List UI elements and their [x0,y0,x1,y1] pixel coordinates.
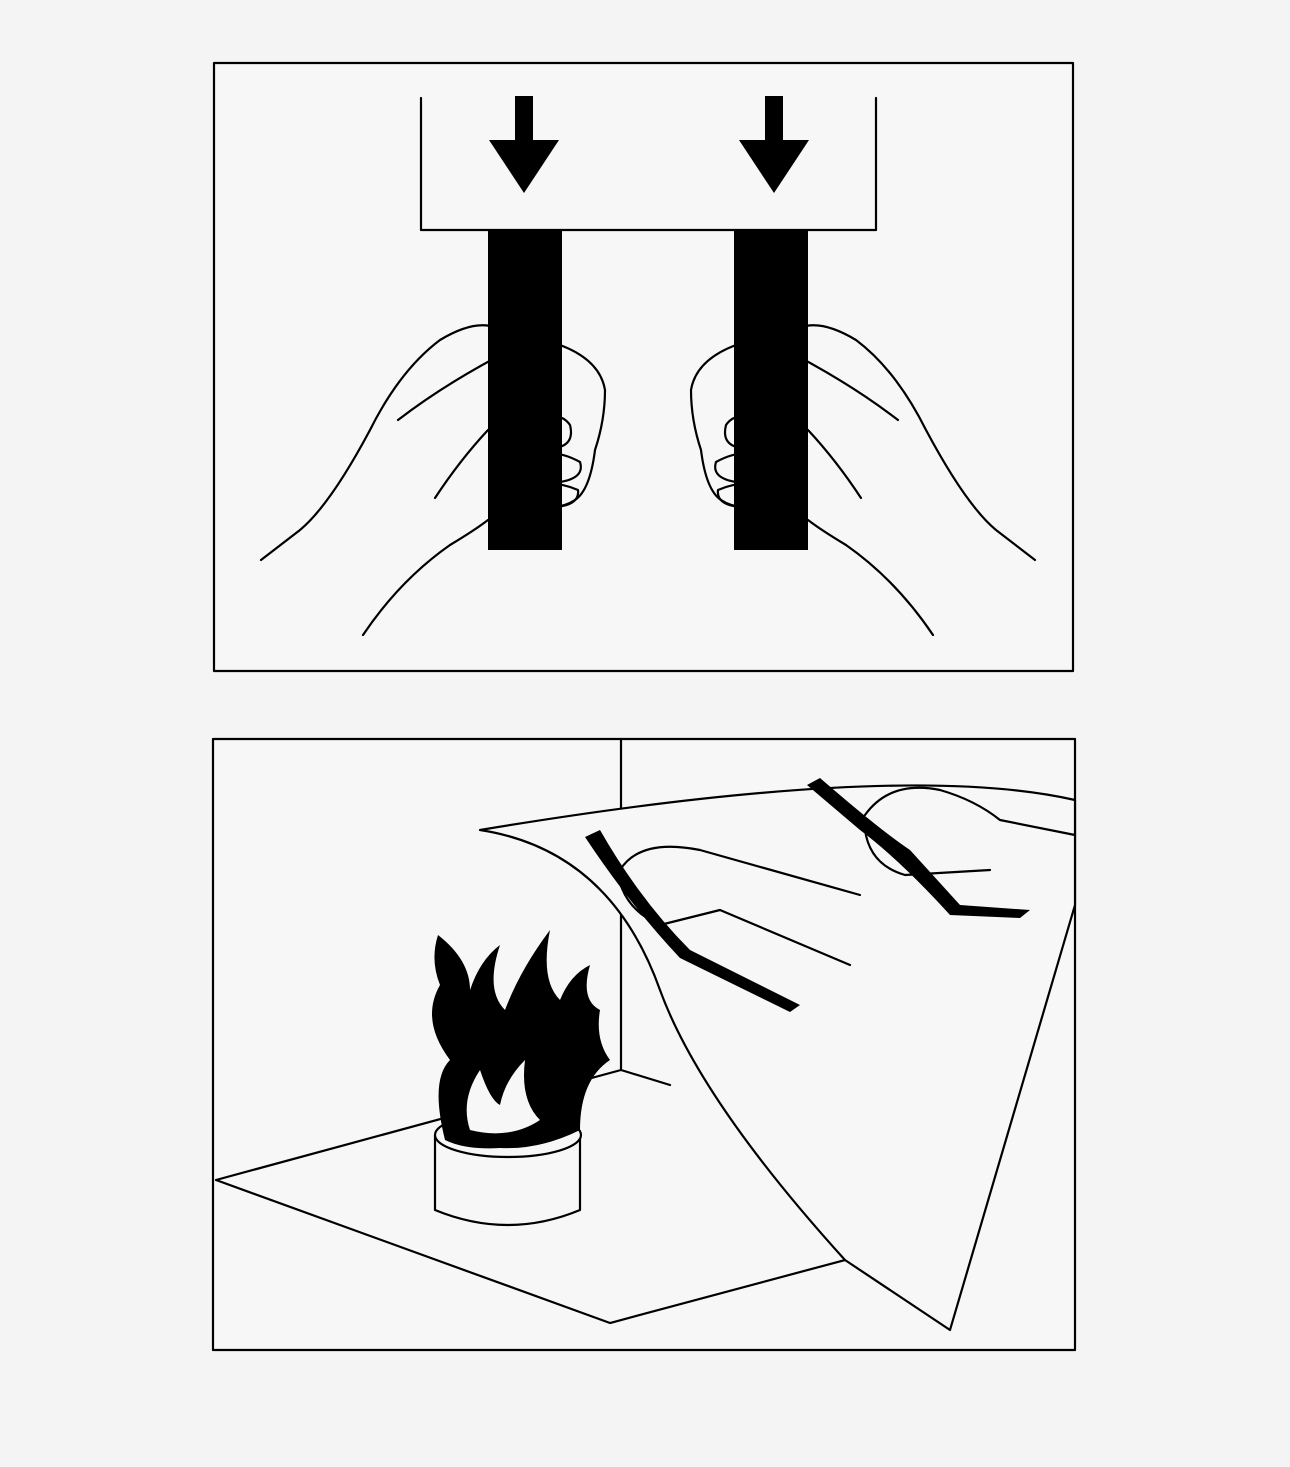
left-hand-icon [616,845,862,967]
fire-pot-icon [432,930,610,1227]
pull-tab-right [807,778,1030,918]
blanket-pouch [419,96,878,232]
fire-blanket [478,784,1077,1332]
step-1-panel [212,61,1075,673]
arrow-down-icon [739,96,809,193]
right-hand-icon [689,324,1037,637]
arrow-down-icon [489,96,559,193]
panel-frame [212,61,1075,673]
right-hand-icon [863,786,1077,877]
step-2-panel [211,737,1077,1352]
pull-tab-left [585,830,800,1012]
left-hand-icon [259,324,607,637]
pull-tab-left [488,230,562,550]
pull-tab-right [734,230,808,550]
